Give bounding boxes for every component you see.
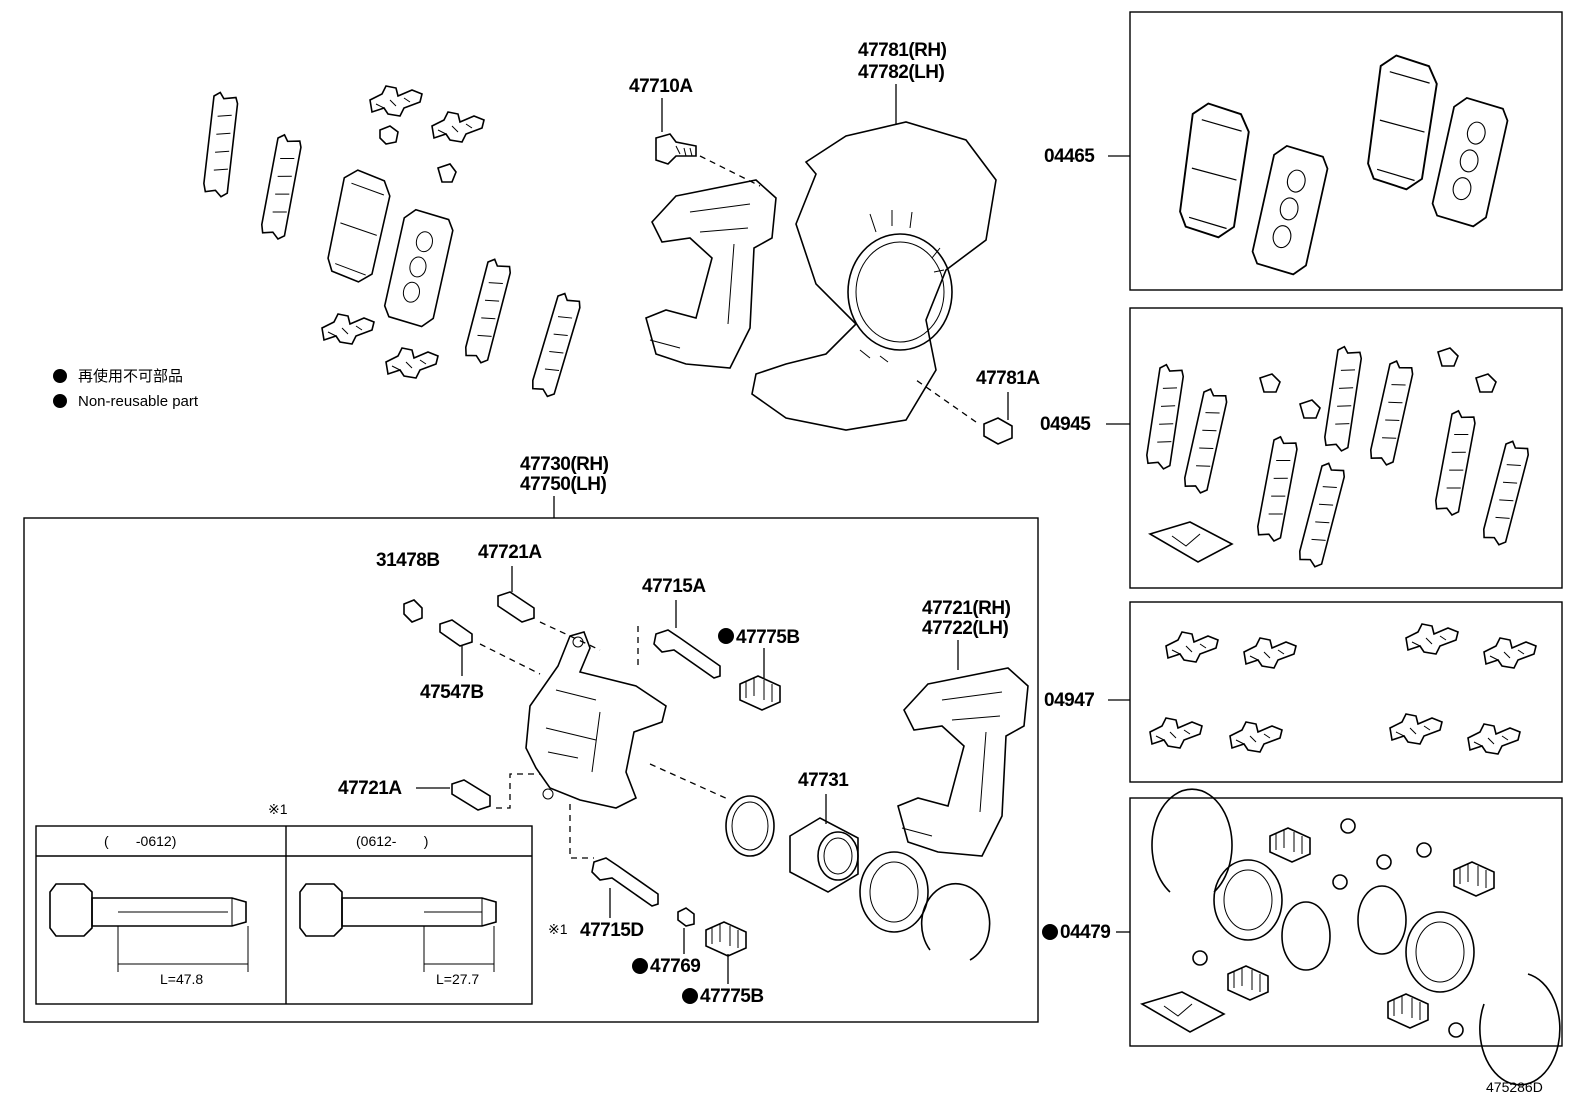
dust-shield (751, 121, 997, 431)
label-47547b: 47547B (420, 682, 484, 703)
kit-04945-box (1129, 307, 1563, 589)
kit-04479-box (1129, 788, 1563, 1086)
inset-left-dimension: L=47.8 (160, 971, 203, 987)
slide-pin-d (569, 804, 659, 907)
label-31478b: 31478B (376, 550, 440, 571)
kit-04947-box (1129, 601, 1563, 783)
label-04479: 04479 (1060, 922, 1110, 943)
label-47721a-left: 47721A (338, 778, 402, 799)
legend: 再使用不可部品 Non-reusable part (53, 368, 199, 410)
reference-mark-icon: ※1 (548, 921, 568, 937)
label-04465: 04465 (1044, 146, 1095, 167)
piston-seal (725, 795, 775, 857)
caliper-mount-top (645, 133, 777, 369)
caliper-body (525, 631, 731, 809)
guide-bolt-top (497, 591, 601, 651)
label-47710a: 47710A (629, 76, 693, 97)
label-47769: 47769 (650, 956, 700, 977)
pin-boot-top (739, 675, 781, 711)
bushing (677, 907, 695, 927)
non-reusable-icon (53, 394, 67, 408)
bleeder-plug (439, 619, 541, 675)
caliper-mount-bracket (897, 667, 1029, 857)
label-47775b-bottom: 47775B (700, 986, 764, 1007)
label-04945: 04945 (1040, 414, 1091, 435)
drawing-number: 475286D (1486, 1079, 1543, 1095)
non-reusable-icon (682, 988, 698, 1004)
set-ring (920, 882, 991, 961)
label-47721-rh: 47721(RH) (922, 598, 1011, 619)
legend-en: Non-reusable part (78, 393, 199, 410)
label-04947: 04947 (1044, 690, 1094, 711)
non-reusable-icon (632, 958, 648, 974)
caliper-assembly-box (23, 517, 1039, 1023)
label-47715d: 47715D (580, 920, 644, 941)
reference-mark-icon: ※1 (268, 801, 288, 817)
label-47750-lh: 47750(LH) (520, 474, 606, 495)
non-reusable-icon (718, 628, 734, 644)
cylinder-boot (859, 851, 929, 933)
pin-variant-inset: ( -0612) (0612- ) L=47.8 L=27.7 (35, 825, 533, 1005)
shield-bolt (915, 379, 1013, 445)
kit-04465-box (1129, 11, 1563, 291)
label-47730-rh: 47730(RH) (520, 454, 609, 475)
non-reusable-icon (53, 369, 67, 383)
non-reusable-icon (1042, 924, 1058, 940)
label-47781-rh: 47781(RH) (858, 40, 947, 61)
inset-left-header: ( -0612) (104, 833, 176, 849)
piston (789, 817, 859, 893)
slide-pin-a (637, 626, 721, 679)
label-47731: 47731 (798, 770, 849, 791)
pad-shim-assembly (202, 85, 584, 400)
label-47715a: 47715A (642, 576, 706, 597)
bleeder-cap (403, 599, 423, 623)
label-47781a: 47781A (976, 368, 1040, 389)
pin-boot-bottom (705, 921, 747, 957)
label-47782-lh: 47782(LH) (858, 62, 944, 83)
legend-jp: 再使用不可部品 (78, 368, 183, 385)
label-47721a-top: 47721A (478, 542, 542, 563)
guide-bolt-left (451, 773, 540, 811)
label-47722-lh: 47722(LH) (922, 618, 1008, 639)
label-47775b-top: 47775B (736, 627, 800, 648)
inset-right-header: (0612- ) (356, 833, 428, 849)
inset-right-dimension: L=27.7 (436, 971, 479, 987)
